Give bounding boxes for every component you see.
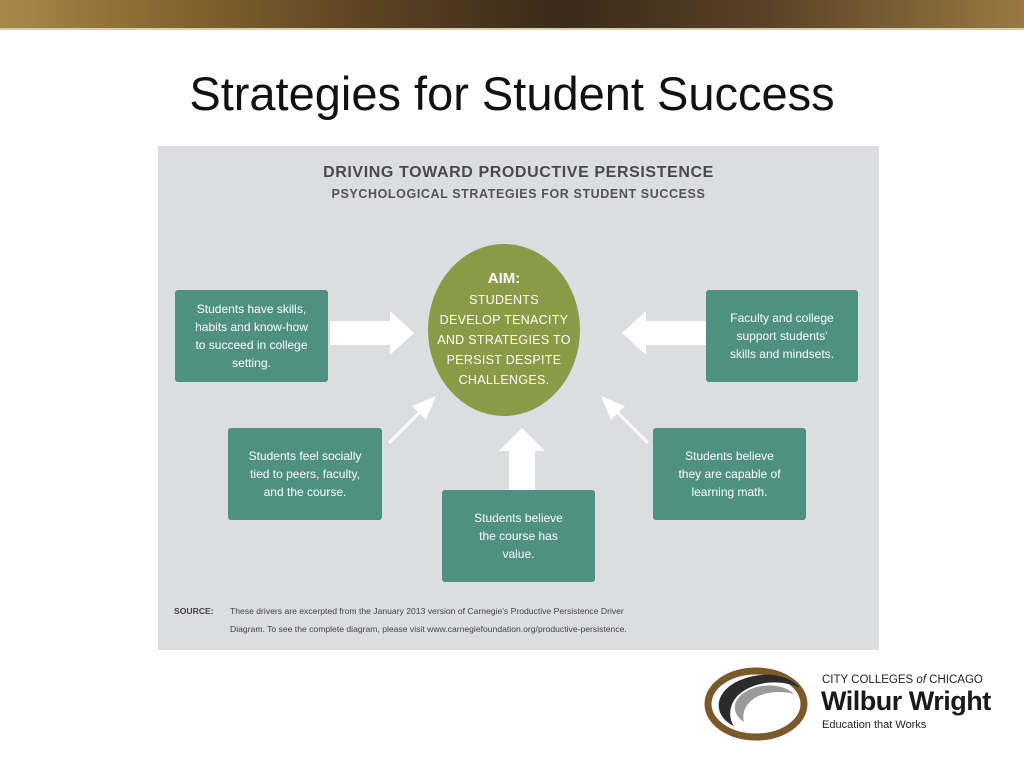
aim-text: STUDENTS DEVELOP TENACITY AND STRATEGIES… — [437, 290, 571, 390]
arrow-bottom-to-aim — [499, 428, 545, 491]
driver-text-course-value: Students believe the course has value. — [474, 511, 563, 561]
diagram-title: DRIVING TOWARD PRODUCTIVE PERSISTENCE — [323, 164, 714, 181]
logo-line1-prefix: CITY COLLEGES — [822, 674, 917, 686]
logo-line1-suffix: CHICAGO — [925, 674, 983, 686]
logo-line1-of: of — [916, 674, 926, 686]
driver-text-faculty-support: Faculty and college support students' sk… — [729, 311, 835, 361]
source-line2: Diagram. To see the complete diagram, pl… — [230, 624, 627, 634]
driver-box-faculty-support: Faculty and college support students' sk… — [706, 290, 858, 382]
top-decorative-band — [0, 0, 1024, 30]
logo-tagline: Education that Works — [822, 719, 927, 731]
swoosh-logo-icon — [704, 667, 808, 741]
logo-college-system: CITY COLLEGES of CHICAGO — [822, 674, 983, 686]
arrow-right-to-aim — [622, 311, 706, 355]
driver-text-math-capability: Students believe they are capable of lea… — [678, 449, 781, 499]
driver-box-skills: Students have skills, habits and know-ho… — [175, 290, 328, 382]
source-label: SOURCE: — [174, 606, 214, 616]
diagram-subtitle: PSYCHOLOGICAL STRATEGIES FOR STUDENT SUC… — [331, 187, 706, 201]
aim-label: AIM: — [487, 270, 521, 287]
logo-college-name: Wilbur Wright — [821, 686, 991, 716]
college-logo: CITY COLLEGES of CHICAGO Wilbur Wright E… — [704, 664, 1014, 744]
slide-title: Strategies for Student Success — [189, 67, 835, 120]
source-note: SOURCE: These drivers are excerpted from … — [174, 602, 874, 638]
driver-text-social-ties: Students feel socially tied to peers, fa… — [248, 449, 362, 499]
arrows-layer — [330, 311, 706, 491]
driver-box-social-ties: Students feel socially tied to peers, fa… — [228, 428, 382, 520]
arrow-lower-right-to-aim — [601, 396, 649, 444]
aim-text-content: STUDENTS DEVELOP TENACITY AND STRATEGIES… — [437, 293, 571, 387]
driver-box-course-value: Students believe the course has value. — [442, 490, 595, 582]
driver-box-math-capability: Students believe they are capable of lea… — [653, 428, 806, 520]
driver-text-skills: Students have skills, habits and know-ho… — [195, 302, 308, 370]
diagram-panel: DRIVING TOWARD PRODUCTIVE PERSISTENCE PS… — [158, 146, 879, 650]
source-line1: These drivers are excerpted from the Jan… — [230, 606, 624, 616]
arrow-lower-left-to-aim — [388, 396, 436, 444]
aim-circle: AIM: STUDENTS DEVELOP TENACITY AND STRAT… — [428, 244, 580, 416]
arrow-left-to-aim — [330, 311, 414, 355]
